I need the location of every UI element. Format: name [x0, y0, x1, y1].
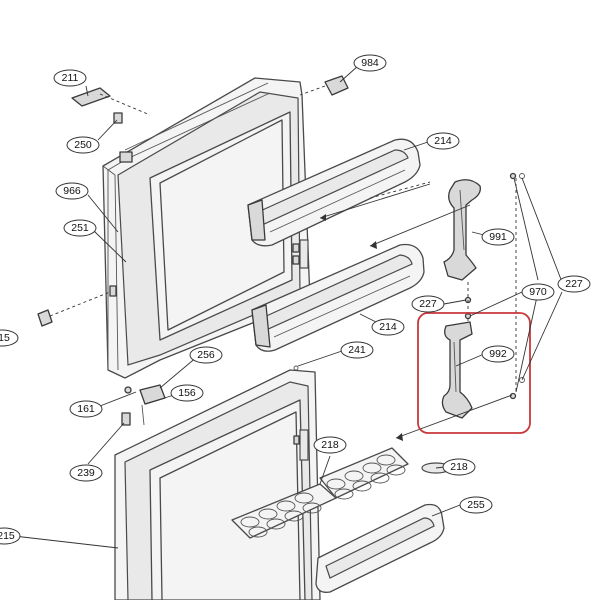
svg-text:255: 255: [467, 499, 485, 511]
hinge-parts: [121, 384, 166, 426]
svg-text:992: 992: [489, 348, 507, 360]
callout-15: 15: [0, 329, 19, 347]
svg-text:227: 227: [565, 278, 583, 290]
svg-text:214: 214: [434, 135, 452, 147]
part-250: [113, 112, 123, 124]
callout-218-top: 218: [313, 436, 347, 454]
part-211: [71, 87, 111, 107]
callout-214-bottom: 214: [371, 318, 405, 336]
svg-text:15: 15: [0, 332, 10, 344]
door-shelf-lower: [251, 243, 425, 352]
callout-250: 250: [66, 136, 100, 154]
door-shelf-bottom: [315, 503, 445, 593]
lower-door: [114, 369, 321, 600]
callout-211: 211: [53, 69, 87, 87]
callout-156: 156: [170, 384, 204, 402]
svg-text:256: 256: [197, 349, 215, 361]
callout-984: 984: [353, 54, 387, 72]
part-15: [37, 309, 53, 327]
callout-239: 239: [69, 464, 103, 482]
callout-214-top: 214: [426, 132, 460, 150]
svg-text:227: 227: [419, 298, 437, 310]
svg-text:211: 211: [62, 72, 79, 84]
callout-227-right: 227: [557, 275, 591, 293]
callout-255: 255: [459, 496, 493, 514]
svg-text:251: 251: [71, 222, 89, 234]
handle-991: [443, 179, 481, 281]
callout-218-right: 218: [442, 458, 476, 476]
svg-text:239: 239: [77, 467, 95, 479]
svg-text:250: 250: [74, 139, 92, 151]
svg-text:214: 214: [379, 321, 397, 333]
callout-215: 215: [0, 527, 21, 545]
svg-text:966: 966: [63, 185, 81, 197]
svg-text:218: 218: [450, 461, 468, 473]
upper-door: [102, 77, 311, 379]
callout-256: 256: [189, 346, 223, 364]
svg-text:970: 970: [529, 286, 547, 298]
part-984: [324, 75, 349, 96]
handle-992-highlight: [417, 312, 531, 434]
callout-241: 241: [340, 341, 374, 359]
callout-227-left: 227: [411, 295, 445, 313]
svg-text:241: 241: [348, 344, 366, 356]
handle-992: [441, 321, 473, 419]
svg-text:218: 218: [321, 439, 339, 451]
callout-966: 966: [55, 182, 89, 200]
callout-161: 161: [69, 400, 103, 418]
egg-tray-right: [319, 447, 409, 500]
callout-991: 991: [481, 228, 515, 246]
svg-text:161: 161: [77, 403, 95, 415]
svg-text:991: 991: [489, 231, 507, 243]
svg-text:984: 984: [361, 57, 379, 69]
svg-text:215: 215: [0, 530, 15, 542]
callout-992: 992: [481, 345, 515, 363]
callout-970: 970: [521, 283, 555, 301]
door-shelf-upper: [247, 138, 421, 247]
callout-251: 251: [63, 219, 97, 237]
svg-text:156: 156: [178, 387, 196, 399]
